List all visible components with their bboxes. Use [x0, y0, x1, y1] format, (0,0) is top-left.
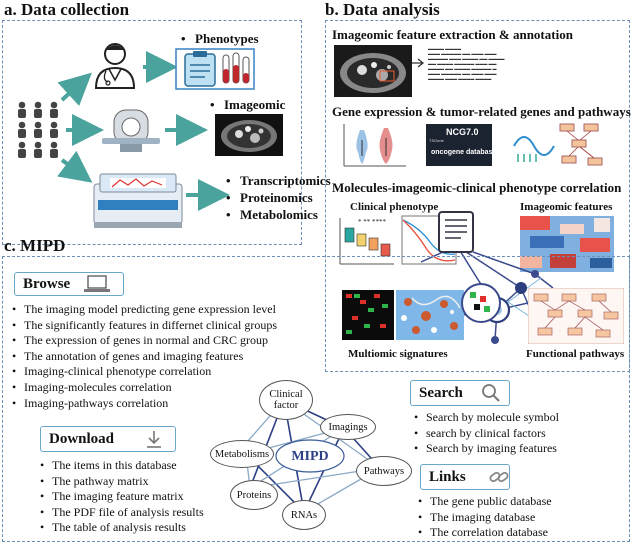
links-list: The gene public database The imaging dat…: [418, 494, 552, 541]
links-label: Links: [429, 468, 466, 485]
section-a-arrows: [57, 51, 230, 211]
browse-item[interactable]: The significantly features in differnet …: [12, 318, 277, 334]
browse-item[interactable]: The imaging model predicting gene expres…: [12, 302, 277, 318]
functional-pathways-caption: Functional pathways: [526, 348, 625, 360]
link-icon: [489, 471, 509, 483]
section-a-title: a. Data collection: [4, 0, 130, 19]
search-label-box[interactable]: Search: [410, 380, 510, 406]
clinical-phenotype-caption: Clinical phenotype: [350, 201, 439, 213]
node-proteins[interactable]: Proteins: [230, 480, 278, 510]
ct-annotated-image: [334, 45, 412, 97]
links-label-box[interactable]: Links: [420, 464, 510, 490]
browse-item[interactable]: The annotation of genes and imaging feat…: [12, 349, 277, 365]
boxplot-image: * ** ****: [339, 218, 394, 265]
browse-item[interactable]: Imaging-molecules correlation: [12, 380, 277, 396]
oncogene-database-logo: NCG7.0 TSGene oncogene database: [426, 124, 497, 166]
violin-plot-image: [343, 124, 406, 167]
node-clinical-text-1: Clinical: [269, 389, 303, 400]
clipboard-tubes-icon: [175, 48, 255, 90]
imageomic-extraction-heading: Imageomic feature extraction & annotatio…: [332, 27, 573, 42]
links-item[interactable]: The correlation database: [418, 525, 552, 541]
ncg-logo-text: NCG7.0: [446, 127, 479, 137]
links-item[interactable]: The gene public database: [418, 494, 552, 510]
node-imagings[interactable]: Imagings: [320, 414, 376, 440]
multiomic-signatures-caption: Multiomic signatures: [348, 348, 448, 360]
phenotypes-label: Phenotypes: [181, 30, 259, 47]
download-item[interactable]: The table of analysis results: [40, 520, 204, 536]
search-list: Search by molecule symbol search by clin…: [414, 410, 559, 457]
omics-item: Proteinomics: [226, 189, 331, 206]
links-item[interactable]: The imaging database: [418, 510, 552, 526]
mipd-center-label: MIPD: [291, 449, 329, 464]
multiomic-signatures-image: [342, 290, 464, 340]
node-metabolisms[interactable]: Metabolisms: [210, 440, 274, 468]
browse-item[interactable]: Imaging-pathways correlation: [12, 396, 277, 412]
sequencer-machine-icon: [93, 173, 183, 228]
download-list: The items in this database The pathway m…: [40, 458, 204, 536]
browse-item[interactable]: The expression of genes in normal and CR…: [12, 333, 277, 349]
search-item[interactable]: Search by molecule symbol: [414, 410, 559, 426]
correlation-heading: Molecules-imageomic-clinical phenotype c…: [332, 180, 622, 195]
functional-pathways-image: [528, 288, 624, 344]
imageomic-text: Imageomic: [210, 96, 285, 113]
download-icon: [147, 431, 162, 448]
browse-item[interactable]: Imaging-clinical phenotype correlation: [12, 364, 277, 380]
download-label-box[interactable]: Download: [40, 426, 176, 452]
oncogene-logo-text: oncogene database: [431, 149, 497, 156]
svg-text:* ** ****: * ** ****: [358, 218, 387, 226]
search-label: Search: [419, 384, 463, 401]
ct-scanner-icon: [102, 109, 160, 152]
laptop-icon: [84, 275, 111, 292]
arrow-icon: [412, 58, 425, 68]
people-group-icon: [18, 101, 58, 158]
section-a-panel: [2, 20, 302, 245]
section-b-panel: [325, 20, 630, 372]
tsgene-logo-text: TSGene: [429, 138, 444, 143]
search-item[interactable]: Search by imaging features: [414, 441, 559, 457]
node-clinical-factor[interactable]: Clinical factor: [259, 380, 313, 420]
imageomic-label: Imageomic: [210, 96, 285, 113]
download-item[interactable]: The PDF file of analysis results: [40, 505, 204, 521]
section-c-title: c. MIPD: [4, 236, 66, 255]
download-item[interactable]: The imaging feature matrix: [40, 489, 204, 505]
browse-label: Browse: [23, 275, 71, 292]
search-item[interactable]: search by clinical factors: [414, 426, 559, 442]
node-rnas[interactable]: RNAs: [282, 500, 326, 530]
download-label: Download: [49, 430, 115, 447]
omics-item: Transcriptomics: [226, 172, 331, 189]
omics-item: Metabolomics: [226, 206, 331, 223]
section-c-panel: [2, 256, 630, 542]
download-item[interactable]: The pathway matrix: [40, 474, 204, 490]
download-item[interactable]: The items in this database: [40, 458, 204, 474]
pathway-diagram-image: [513, 123, 603, 166]
section-b-title: b. Data analysis: [325, 0, 440, 19]
browse-label-box[interactable]: Browse: [14, 272, 124, 296]
search-icon: [481, 384, 500, 402]
ct-slice-image: [215, 114, 283, 156]
node-clinical-text-2: factor: [273, 400, 299, 411]
omics-list: Transcriptomics Proteinomics Metabolomic…: [226, 172, 331, 223]
browse-list: The imaging model predicting gene expres…: [12, 302, 277, 411]
annotation-text-block: ▬▬▬▬ ▬▬▬▬▬▬▬ ▬▬▬▬▬ ▬▬ ▬▬▬ ▬▬▬▬▬▬▬▬ ▬▬▬ ▬…: [428, 46, 505, 81]
imageomic-features-caption: Imageomic features: [520, 201, 613, 213]
gene-expression-heading: Gene expression & tumor-related genes an…: [332, 104, 631, 119]
node-pathways[interactable]: Pathways: [356, 456, 412, 486]
phenotypes-text: Phenotypes: [181, 30, 259, 47]
zoom-circle-image: [461, 283, 501, 323]
heatmap-image: [520, 216, 614, 272]
doctor-icon: [94, 43, 136, 89]
